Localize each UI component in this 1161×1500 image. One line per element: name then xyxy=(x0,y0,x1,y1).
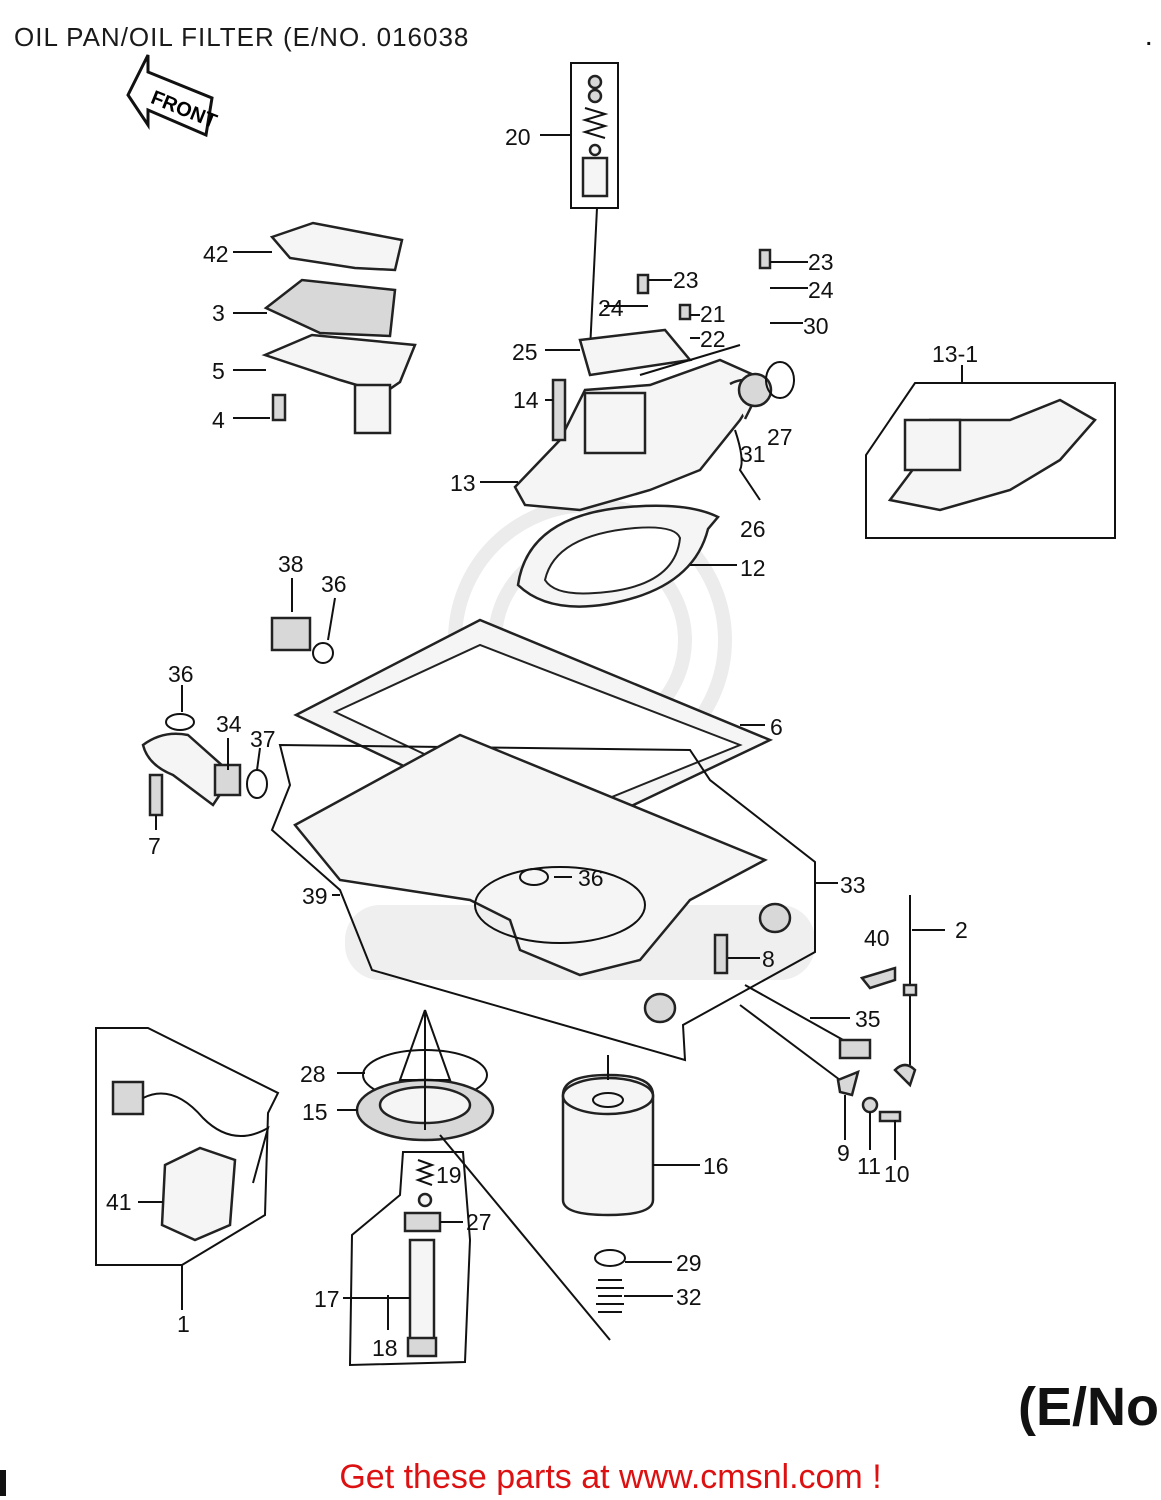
engine-number-badge: (E/No xyxy=(1018,1377,1159,1437)
callout-13-1: 13-1 xyxy=(932,341,979,367)
callout-34: 34 xyxy=(216,711,242,737)
page-title: OIL PAN/OIL FILTER (E/NO. 016038 xyxy=(14,22,470,52)
callout-27: 27 xyxy=(767,424,793,450)
callout-37: 37 xyxy=(250,726,276,752)
callout-3: 3 xyxy=(212,300,225,326)
callout-22: 22 xyxy=(700,326,726,352)
cover-gasket xyxy=(516,504,737,608)
callout-42: 42 xyxy=(203,241,229,267)
callout-27: 27 xyxy=(466,1209,492,1235)
oil-screen xyxy=(337,1009,611,1341)
callout-16: 16 xyxy=(703,1153,729,1179)
callout-12: 12 xyxy=(740,555,766,581)
callout-8: 8 xyxy=(762,946,775,972)
callout-30: 30 xyxy=(803,313,829,339)
oil-filter-element xyxy=(561,1055,700,1313)
callout-17: 17 xyxy=(314,1286,340,1312)
footer-link-banner[interactable]: Get these parts at www.cmsnl.com ! xyxy=(0,1458,1161,1497)
callout-23: 23 xyxy=(808,249,834,275)
callout-15: 15 xyxy=(302,1099,328,1125)
callout-1: 1 xyxy=(177,1311,190,1337)
oil-level-sensor-parts xyxy=(713,895,945,1160)
callout-36: 36 xyxy=(321,571,347,597)
callout-20: 20 xyxy=(505,124,531,150)
callout-9: 9 xyxy=(837,1140,850,1166)
callout-10: 10 xyxy=(884,1161,910,1187)
callout-24: 24 xyxy=(808,277,834,303)
callout-38: 38 xyxy=(278,551,304,577)
callout-7: 7 xyxy=(148,833,161,859)
callout-14: 14 xyxy=(513,387,539,413)
callout-26: 26 xyxy=(740,516,766,542)
callout-21: 21 xyxy=(700,301,726,327)
callout-25: 25 xyxy=(512,339,538,365)
callout-36: 36 xyxy=(578,865,604,891)
cover-alternative-box xyxy=(865,365,1116,539)
oil-filter-bolt-assembly xyxy=(343,1151,472,1367)
relief-valve-assembly xyxy=(540,62,619,351)
oil-drain-plug-and-pipe xyxy=(141,578,336,830)
callout-28: 28 xyxy=(300,1061,326,1087)
front-arrow-icon: FRONT xyxy=(126,54,220,138)
callout-6: 6 xyxy=(770,714,783,740)
callout-19: 19 xyxy=(436,1162,462,1188)
callout-41: 41 xyxy=(106,1189,132,1215)
callout-29: 29 xyxy=(676,1250,702,1276)
oil-strainer-assembly xyxy=(233,221,417,435)
callout-24: 24 xyxy=(598,295,624,321)
callout-39: 39 xyxy=(302,883,328,909)
callout-36: 36 xyxy=(168,661,194,687)
callout-23: 23 xyxy=(673,267,699,293)
corner-mark: . xyxy=(1146,28,1152,50)
oil-pressure-switch-box xyxy=(95,1027,280,1310)
callout-35: 35 xyxy=(855,1006,881,1032)
callout-4: 4 xyxy=(212,407,225,433)
callout-32: 32 xyxy=(676,1284,702,1310)
callout-2: 2 xyxy=(955,917,968,943)
callout-31: 31 xyxy=(740,441,766,467)
callout-13: 13 xyxy=(450,470,476,496)
callout-33: 33 xyxy=(840,872,866,898)
callout-18: 18 xyxy=(372,1335,398,1361)
oil-pan-cover-assembly xyxy=(480,248,808,512)
left-edge-mark xyxy=(0,1470,6,1496)
callout-5: 5 xyxy=(212,358,225,384)
oil-pan xyxy=(270,733,838,1062)
footer-link-text[interactable]: Get these parts at www.cmsnl.com ! xyxy=(339,1458,882,1496)
callout-11: 11 xyxy=(857,1153,881,1179)
callout-40: 40 xyxy=(864,925,890,951)
